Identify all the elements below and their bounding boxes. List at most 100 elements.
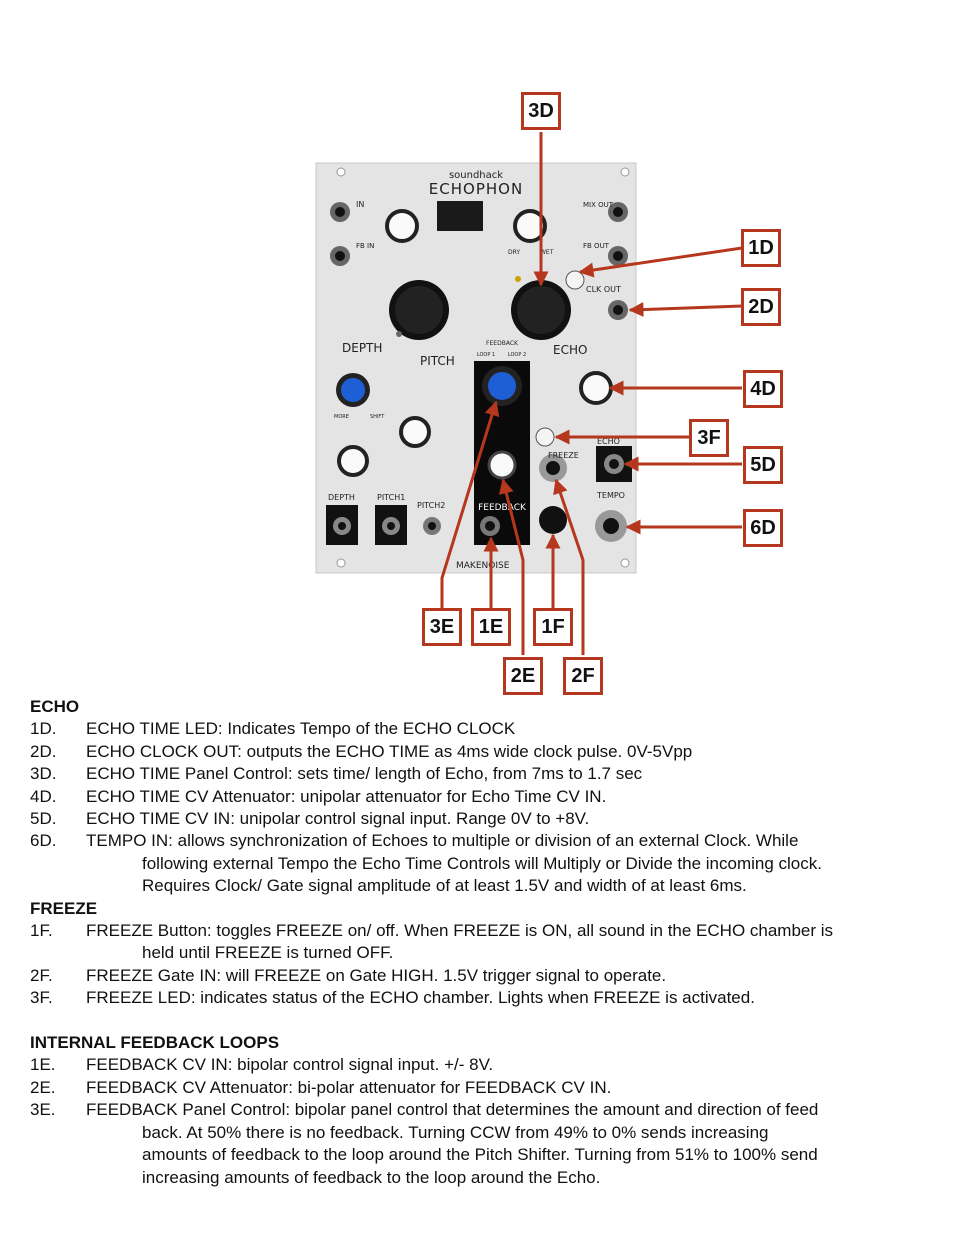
item-line: back. At 50% there is no feedback. Turni… [142,1122,769,1142]
mix-out-jack-icon [608,202,628,222]
panel-label-mix-out: MIX OUT [583,201,614,209]
list-item: 3D. ECHO TIME Panel Control: sets time/ l… [30,763,930,785]
item-text: ECHO TIME LED: Indicates Tempo of the EC… [86,718,930,740]
panel-label-fb-out: FB OUT [583,242,610,250]
list-item: 1D. ECHO TIME LED: Indicates Tempo of the… [30,718,930,740]
panel-label-pitch1: PITCH1 [377,493,405,502]
panel-label-fb-in: FB IN [356,242,374,250]
mix-switch-icon [437,201,483,231]
screw-hole-icon [336,558,346,568]
list-item: 1E. FEEDBACK CV IN: bipolar control signa… [30,1054,930,1076]
panel-label-more: MORE [334,414,349,420]
pitch2-cv-jack-icon [423,517,441,535]
item-line: ECHO TIME Panel Control: sets time/ leng… [86,764,643,784]
feedback-cv-jack-icon [480,516,500,536]
item-text: FREEZE Button: toggles FREEZE on/ off. W… [86,920,930,965]
item-number: 5D. [30,809,57,829]
item-line: amounts of feedback to the loop around t… [142,1145,818,1165]
section-heading: FREEZE [30,898,98,918]
item-line: ECHO CLOCK OUT: outputs the ECHO TIME as… [86,741,693,761]
module-panel-illustration: soundhack ECHOPHON IN FB IN MIX OUT FB O… [315,132,743,655]
freeze-gate-jack-icon [539,454,567,482]
item-number: 1D. [30,719,57,739]
panel-label-pitch: PITCH [420,354,455,368]
list-item: 3F. FREEZE LED: indicates status of the E… [30,987,930,1009]
item-text: ECHO TIME CV IN: unipolar control signal… [86,808,930,830]
freeze-button-icon [539,506,567,534]
echo-time-led-small-icon [515,276,521,282]
item-line: FEEDBACK CV IN: bipolar control signal i… [86,1055,494,1075]
item-text: FREEZE Gate IN: will FREEZE on Gate HIGH… [86,965,930,987]
list-item: 2E.FEEDBACK CV Attenuator: bi-polar atte… [30,1077,930,1099]
callout-5d: 5D [743,446,783,484]
depth-attenuator-knob-icon [337,445,369,477]
list-item: 2D.ECHO CLOCK OUT: outputs the ECHO TIME… [30,741,930,763]
panel-label-freeze: FREEZE [548,451,579,460]
callout-leader-lines [440,132,743,655]
section-gap [30,1010,930,1032]
description-list: ECHO 1D. ECHO TIME LED: Indicates Tempo of… [30,696,930,1189]
callout-6d: 6D [743,509,783,547]
item-number: 3F. [30,988,53,1008]
input-level-knob-icon [385,209,419,243]
echo-cv-jack-icon [604,454,624,474]
dry-wet-knob-icon [513,209,547,243]
list-item: 5D. ECHO TIME CV IN: unipolar control sig… [30,808,930,830]
item-number: 6D. [30,831,57,851]
item-line: following external Tempo the Echo Time C… [142,853,822,873]
callout-3d: 3D [521,92,561,130]
callout-3f: 3F [689,419,729,457]
pitch-attenuator-knob-icon [399,416,431,448]
item-line: FEEDBACK Panel Control: bipolar panel co… [86,1100,819,1120]
brand-label: soundhack [449,170,503,181]
freeze-led-icon [535,427,555,447]
list-item: 6D. TEMPO IN: allows synchronization of E… [30,830,930,897]
screw-hole-icon [620,167,630,177]
item-line: FREEZE Gate IN: will FREEZE on Gate HIGH… [86,965,667,985]
callout-3e: 3E [422,608,462,646]
panel-label-echo: ECHO [553,343,587,357]
panel-label-feedback-top: FEEDBACK [486,340,519,347]
panel-label-pitch2: PITCH2 [417,501,445,510]
item-line: increasing amounts of feedback to the lo… [142,1167,601,1187]
section-heading: ECHO [30,697,80,716]
item-line: TEMPO IN: allows synchronization of Echo… [86,831,799,851]
item-number: 4D. [30,786,57,806]
echo-attenuator-knob-icon [579,371,613,405]
callout-1d: 1D [741,229,781,267]
list-item: 2F. FREEZE Gate IN: will FREEZE on Gate H… [30,965,930,987]
screw-hole-icon [620,558,630,568]
item-line: Requires Clock/ Gate signal amplitude of… [142,876,747,896]
pitch-led-icon [396,331,402,337]
panel-label-loop2: LOOP 2 [508,352,526,358]
callout-4d: 4D [743,370,783,408]
fb-in-jack-icon [330,246,350,266]
depth-cv-jack-icon [333,517,351,535]
item-line: FREEZE Button: toggles FREEZE on/ off. W… [86,921,834,941]
item-number: 1E. [30,1055,56,1075]
item-number: 2F. [30,965,53,985]
screw-hole-icon [336,167,346,177]
panel-label-wet: WET [540,249,554,256]
item-line: ECHO TIME CV IN: unipolar control signal… [86,809,590,829]
panel-label-in: IN [356,200,364,209]
in-jack-icon [330,202,350,222]
item-number: 2E. [30,1077,56,1097]
echo-time-led-icon [565,270,585,290]
fb-out-jack-icon [608,246,628,266]
item-number: 3D. [30,764,57,784]
panel-label-depth-cv: DEPTH [328,493,355,502]
item-text: FREEZE LED: indicates status of the ECHO… [86,987,930,1009]
maker-logo-label: MAKENOISE [456,561,510,571]
list-item: 1F.FREEZE Button: toggles FREEZE on/ off… [30,920,930,965]
panel-label-depth: DEPTH [342,341,382,355]
panel-label-dry: DRY [508,249,520,256]
pitch1-cv-jack-icon [382,517,400,535]
item-number: 3E. [30,1100,56,1120]
item-line: ECHO TIME CV Attenuator: unipolar attenu… [86,786,607,806]
panel-label-echo-cv: ECHO [597,437,620,446]
panel-label-feedback: FEEDBACK [478,503,527,513]
section-heading: INTERNAL FEEDBACK LOOPS [30,1033,280,1053]
feedback-attenuator-knob-icon [487,450,517,480]
callout-2f: 2F [563,657,603,695]
